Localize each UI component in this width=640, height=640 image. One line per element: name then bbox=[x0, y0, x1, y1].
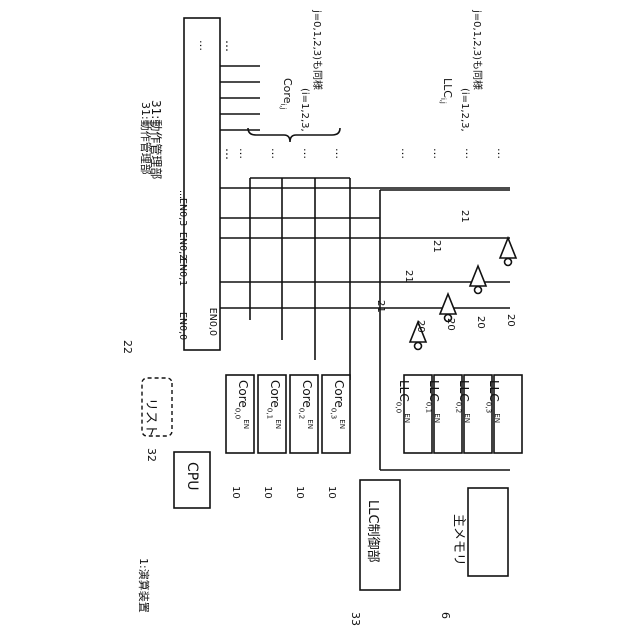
core-label-3-name: Core bbox=[332, 380, 346, 408]
llc-label-0-en: EN bbox=[403, 413, 412, 423]
core-label-3-en: EN bbox=[338, 419, 347, 429]
ellipsis-0: … bbox=[197, 40, 210, 51]
en-signal-1: EN0,1 bbox=[177, 258, 188, 286]
gate-ref-3: 21 bbox=[459, 210, 470, 223]
core-label-0-name: Core bbox=[236, 380, 250, 408]
llc-ctrl-label: LLC制御部 bbox=[365, 500, 384, 563]
en-signal-2: EN0,2 bbox=[177, 232, 188, 260]
llc-label-1-name: LLC bbox=[427, 380, 441, 402]
list-ref: 22 bbox=[121, 340, 134, 354]
gate-ref-0: 21 bbox=[375, 300, 386, 313]
core-ref-0: 10 bbox=[230, 486, 241, 499]
llc-label-3-name: LLC bbox=[487, 380, 501, 402]
llc-ref-0: 20 bbox=[415, 320, 426, 333]
llc-label-2-sub: 0,2 bbox=[455, 402, 464, 413]
core-label-0: Core0,0EN bbox=[234, 380, 251, 429]
core-label-1-sub: 0,1 bbox=[266, 408, 275, 419]
core-label-1-name: Core bbox=[268, 380, 282, 408]
llc-group-title: LLCi,j bbox=[439, 78, 454, 104]
en-signal-0: EN0,0 bbox=[177, 312, 188, 340]
llc-ref-2: 20 bbox=[475, 316, 486, 329]
ellipsis-3: … bbox=[301, 148, 314, 159]
ellipsis-2: … bbox=[269, 148, 282, 159]
en-signal-3: EN0,3 bbox=[177, 198, 188, 226]
llc-ctrl-ref: 33 bbox=[349, 612, 362, 626]
core-label-2-name: Core bbox=[300, 380, 314, 408]
cpu-label: CPU bbox=[184, 462, 200, 490]
core-group-l1: (i=1,2,3, bbox=[299, 88, 310, 132]
main-memory-ref: 6 bbox=[439, 612, 452, 619]
ellipsis-4: … bbox=[333, 148, 346, 159]
llc-label-0: LLC0,0EN bbox=[395, 380, 412, 423]
en-signal-4: ... bbox=[177, 190, 188, 199]
ellipsis-8: … bbox=[495, 148, 508, 159]
list-label: リスト bbox=[143, 398, 162, 437]
ellipsis-5: … bbox=[399, 148, 412, 159]
llc-label-3-en: EN bbox=[493, 413, 502, 423]
op-manager-text: 31:動作管理部 bbox=[138, 102, 154, 175]
core-group-l2: j=0,1,2,3)も同様 bbox=[311, 10, 326, 90]
gate-ref-1: 21 bbox=[403, 270, 414, 283]
core-label-2-sub: 0,2 bbox=[298, 408, 307, 419]
llc-label-1-sub: 0,1 bbox=[425, 402, 434, 413]
ellipsis-7: … bbox=[463, 148, 476, 159]
core-group-title-sub: i,j bbox=[279, 103, 287, 109]
llc-ref-3: 20 bbox=[505, 314, 516, 327]
cpu-ref: 32 bbox=[145, 448, 158, 462]
core-ref-2: 10 bbox=[294, 486, 305, 499]
core-label-2-en: EN bbox=[306, 419, 315, 429]
llc-label-0-name: LLC bbox=[397, 380, 411, 402]
core-label-0-sub: 0,0 bbox=[234, 408, 243, 419]
llc-group-title-sub: i,j bbox=[439, 98, 447, 104]
llc-label-2-en: EN bbox=[463, 413, 472, 423]
core-label-0-en: EN bbox=[242, 419, 251, 429]
main-memory-label: 主メモリ bbox=[451, 514, 470, 566]
core-ref-1: 10 bbox=[262, 486, 273, 499]
llc-group-title-name: LLC bbox=[441, 78, 454, 98]
core-label-3: Core0,3EN bbox=[330, 380, 347, 429]
core-label-2: Core0,2EN bbox=[298, 380, 315, 429]
core-label-3-sub: 0,3 bbox=[330, 408, 339, 419]
core-label-1: Core0,1EN bbox=[266, 380, 283, 429]
device-label: 1:演算装置 bbox=[136, 558, 152, 613]
ellipsis-1: … bbox=[237, 148, 250, 159]
llc-group-l1: (i=1,2,3, bbox=[459, 88, 470, 132]
core-group-title: Corei,j bbox=[279, 78, 294, 109]
llc-group-l2: j=0,1,2,3)も同様 bbox=[471, 10, 486, 90]
core-ref-3: 10 bbox=[326, 486, 337, 499]
core-group-title-name: Core bbox=[281, 78, 294, 103]
llc-label-2: LLC0,2EN bbox=[455, 380, 472, 423]
ellipsis-6: … bbox=[431, 148, 444, 159]
llc-label-2-name: LLC bbox=[457, 380, 471, 402]
llc-label-3-sub: 0,3 bbox=[485, 402, 494, 413]
llc-label-3: LLC0,3EN bbox=[485, 380, 502, 423]
llc-label-1-en: EN bbox=[433, 413, 442, 423]
llc-label-0-sub: 0,0 bbox=[395, 402, 404, 413]
llc-label-1: LLC0,1EN bbox=[425, 380, 442, 423]
gate-ref-2: 21 bbox=[431, 240, 442, 253]
core-label-1-en: EN bbox=[274, 419, 283, 429]
llc-ref-1: 20 bbox=[445, 318, 456, 331]
